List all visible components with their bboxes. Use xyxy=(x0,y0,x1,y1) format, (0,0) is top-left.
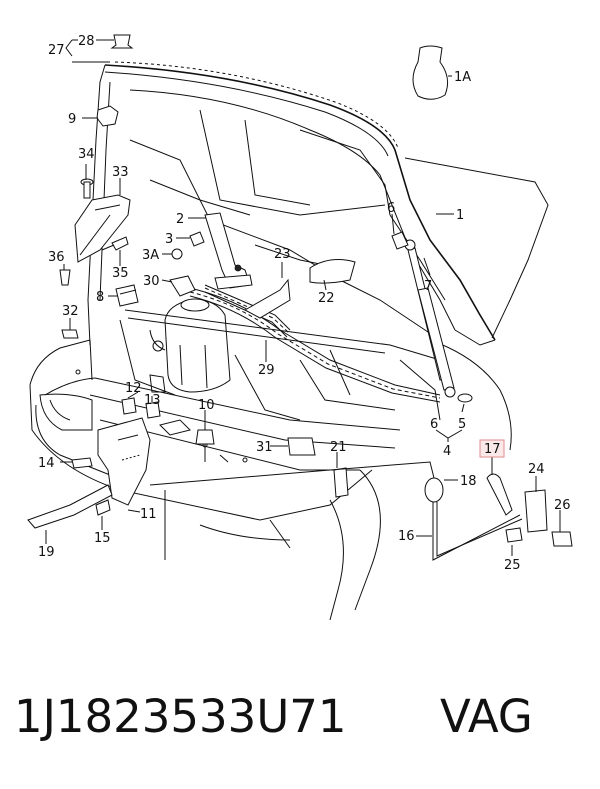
callout-8: 8 xyxy=(96,290,104,305)
callout-7: 7 xyxy=(424,279,432,294)
callout-9: 9 xyxy=(68,112,76,127)
callout-34: 34 xyxy=(78,147,95,162)
callout-24: 24 xyxy=(528,462,545,477)
callout-18: 18 xyxy=(460,474,477,489)
callout-1: 1 xyxy=(456,208,464,223)
callout-12: 12 xyxy=(125,381,142,396)
callout-30: 30 xyxy=(143,274,160,289)
callout-26: 26 xyxy=(554,498,571,513)
callout-23: 23 xyxy=(274,247,291,262)
callout-32: 32 xyxy=(62,304,79,319)
callout-10: 10 xyxy=(198,398,215,413)
callout-17: 17 xyxy=(484,442,501,457)
callout-35: 35 xyxy=(112,266,129,281)
callout-5: 5 xyxy=(458,417,466,432)
part-number: 1J1823533U71 xyxy=(14,690,347,743)
hood-panel xyxy=(87,61,496,346)
callout-31: 31 xyxy=(256,440,273,455)
footer: 1J1823533U71 VAG xyxy=(0,690,600,760)
callout-36: 36 xyxy=(48,250,65,265)
callout-2: 2 xyxy=(176,212,184,227)
callout-6-lower: 6 xyxy=(430,417,438,432)
callout-22: 22 xyxy=(318,291,335,306)
callout-29: 29 xyxy=(258,363,275,378)
small-parts xyxy=(27,34,573,561)
callout-27: 27 xyxy=(48,43,65,58)
callout-33: 33 xyxy=(112,165,129,180)
callout-13: 13 xyxy=(144,393,161,408)
callout-11: 11 xyxy=(140,507,157,522)
insulation-bracket xyxy=(74,194,131,263)
callout-3: 3 xyxy=(165,232,173,247)
callout-28: 28 xyxy=(78,34,95,49)
highlight-box xyxy=(479,439,505,458)
callout-25: 25 xyxy=(504,558,521,573)
callout-19: 19 xyxy=(38,545,55,560)
callout-15: 15 xyxy=(94,531,111,546)
leader-lines xyxy=(45,39,561,556)
callout-21: 21 xyxy=(330,440,347,455)
callout-3a: 3A xyxy=(142,248,159,263)
callout-4: 4 xyxy=(443,444,451,459)
callout-16: 16 xyxy=(398,529,415,544)
hood-hinge xyxy=(204,212,253,290)
brand-name: VAG xyxy=(440,690,533,743)
callout-14: 14 xyxy=(38,456,55,471)
callout-6-upper: 6 xyxy=(387,201,395,216)
callout-labels: 27 28 1A 9 34 33 2 3 3A 6 1 36 35 23 30 … xyxy=(38,34,571,573)
seal-strip xyxy=(189,284,441,403)
callout-1a: 1A xyxy=(454,70,471,85)
gas-strut xyxy=(404,239,456,398)
car-body xyxy=(29,157,549,621)
